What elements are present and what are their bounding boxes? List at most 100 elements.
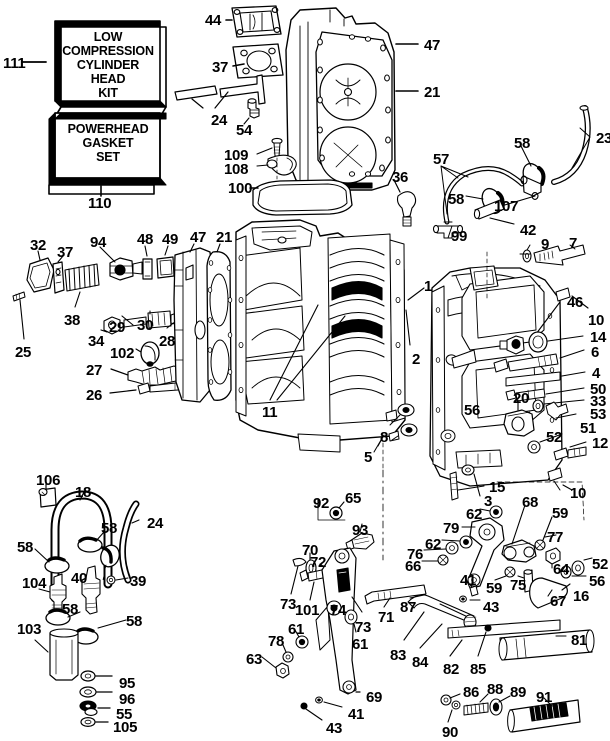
callout-62: 62 [466, 506, 483, 523]
part-4-pin [505, 371, 561, 387]
callout-78: 78 [268, 633, 285, 650]
callout-24: 24 [211, 112, 228, 129]
callout-46: 46 [567, 294, 584, 311]
callout-52: 52 [592, 556, 609, 573]
part-79-lever [467, 517, 505, 589]
callout-105: 105 [113, 719, 138, 736]
part-86-washer [440, 694, 452, 706]
callout-9: 9 [541, 236, 550, 253]
callout-69: 69 [366, 689, 383, 706]
callout-71: 71 [378, 609, 395, 626]
callout-66: 66 [405, 558, 422, 575]
callout-104: 104 [22, 575, 47, 592]
part-62-bushing-b [459, 535, 473, 549]
part-95-washer [80, 670, 96, 682]
part-20-bracket [503, 409, 535, 437]
part-25-screw [12, 291, 26, 302]
callout-99: 99 [451, 228, 468, 245]
callout-61: 61 [352, 636, 369, 653]
part-36-sensor [396, 191, 417, 227]
callout-85: 85 [470, 661, 487, 678]
callout-68: 68 [522, 494, 539, 511]
callout-87: 87 [400, 599, 417, 616]
callout-37: 37 [212, 59, 229, 76]
part-88-spring [463, 702, 489, 716]
part-106-clamp [38, 487, 57, 508]
callout-30: 30 [137, 317, 154, 334]
part-46-fitting [499, 335, 525, 355]
callout-28: 28 [159, 333, 176, 350]
callout-18: 18 [75, 484, 92, 501]
part-50-bolt [505, 388, 546, 402]
callout-91: 91 [536, 689, 553, 706]
part-93-fitting [345, 532, 375, 551]
part-58-clamp-d [77, 536, 103, 553]
part-103-sleeve [49, 628, 79, 681]
part-3-washer [461, 464, 475, 476]
callout-56: 56 [464, 402, 481, 419]
callout-75: 75 [510, 577, 527, 594]
callout-7: 7 [569, 235, 578, 252]
leader-11 [269, 304, 346, 401]
callout-101: 101 [295, 602, 320, 619]
part-23-hose [551, 105, 591, 185]
part-107-tee [520, 175, 542, 200]
callout-92: 92 [313, 495, 330, 512]
callout-41: 41 [460, 572, 477, 589]
callout-84: 84 [412, 654, 429, 671]
callout-12: 12 [592, 435, 609, 452]
callout-106: 106 [36, 472, 61, 489]
part-12-bolt [553, 446, 587, 461]
part-8-cups [385, 403, 418, 442]
part-42-tube [473, 199, 505, 220]
part-61-bushing-b [344, 609, 358, 625]
callout-15: 15 [489, 479, 506, 496]
part-76-washer [445, 541, 459, 555]
callout-61: 61 [288, 621, 305, 638]
part-91-sleeve [507, 699, 581, 733]
callout-47: 47 [190, 229, 207, 246]
part-85-pin [484, 624, 492, 632]
callout-26: 26 [86, 387, 103, 404]
callout-23: 23 [596, 130, 610, 147]
callout-40: 40 [71, 570, 88, 587]
callout-51: 51 [580, 420, 597, 437]
part-38-spring [64, 263, 100, 292]
callout-55: 55 [116, 706, 133, 723]
part-63-nut [275, 662, 290, 679]
callout-27: 27 [86, 362, 103, 379]
part-58-clamp-f [45, 608, 71, 626]
part-37-plate [232, 43, 284, 79]
callout-107: 107 [494, 198, 519, 215]
part-32-bracket [26, 257, 55, 293]
part-43-pin [459, 595, 467, 603]
part-58-clamp-e [100, 544, 120, 568]
callout-29: 29 [109, 319, 126, 336]
callout-32: 32 [30, 237, 47, 254]
callout-42: 42 [520, 222, 537, 239]
callout-95: 95 [119, 675, 136, 692]
part-67-rod [529, 577, 568, 609]
callout-37: 37 [57, 244, 74, 261]
part-52-washer-b [571, 560, 585, 576]
part-10-bolt-lower [547, 467, 563, 491]
part-73-clip-a [292, 557, 307, 567]
callout-50: 50 [590, 381, 607, 398]
callout-36: 36 [392, 169, 409, 186]
callout-4: 4 [592, 365, 601, 382]
callout-14: 14 [590, 329, 607, 346]
callout-44: 44 [205, 12, 222, 29]
callout-43: 43 [483, 599, 500, 616]
callout-109: 109 [224, 147, 249, 164]
callout-90: 90 [442, 724, 459, 741]
callout-10: 10 [588, 312, 605, 329]
part-14-cap [528, 331, 548, 353]
callout-20: 20 [513, 390, 530, 407]
leader-2 [405, 309, 411, 346]
callout-25: 25 [15, 344, 32, 361]
callout-48: 48 [137, 231, 154, 248]
part-9-washer [522, 249, 532, 263]
